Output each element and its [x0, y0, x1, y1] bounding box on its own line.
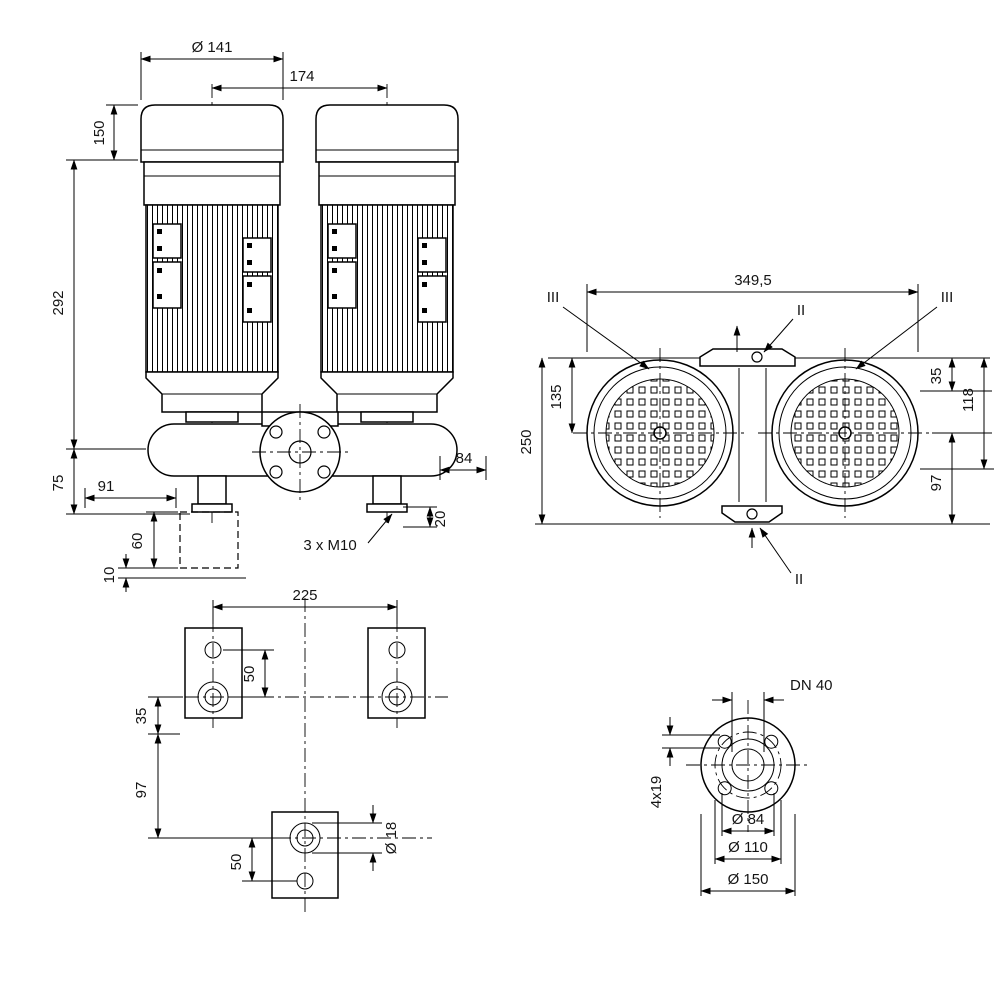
front-elevation-view: Ø 141 174 150 292 75 91 84 20 [50, 39, 487, 592]
dim-plate-thickness: 10 [101, 567, 118, 584]
pump-volute [147, 404, 458, 579]
dim-shaft-spacing: 174 [289, 68, 314, 85]
dim-port-depth: 20 [432, 511, 449, 528]
dim-fan-cowl-height: 150 [91, 120, 108, 145]
fan-cowl-right [758, 348, 932, 518]
dim-bolt-spacing: 225 [292, 587, 317, 604]
section-label-right: III [941, 289, 954, 306]
plan-dimensions: 349,5 III III II II 135 250 35 118 97 [518, 272, 994, 588]
dim-bolt-holes: 4x19 [648, 776, 665, 809]
dim-bolt-circle: Ø 110 [728, 839, 768, 856]
dim-tapping: 3 x M10 [303, 537, 356, 554]
front-dimensions: Ø 141 174 150 292 75 91 84 20 [50, 39, 487, 592]
section-label-left: III [547, 289, 560, 306]
dim-axis-offset: 35 [133, 708, 150, 725]
section-label-bottom: II [795, 571, 803, 588]
dim-flange-offset: 35 [928, 368, 945, 385]
foot-pad-left [184, 627, 243, 719]
foot-pad-right [367, 627, 426, 719]
dim-port-offset: 118 [960, 388, 977, 412]
dim-pump-height: 75 [50, 475, 67, 492]
dim-outer-diameter: Ø 150 [728, 871, 769, 888]
dim-bottom-offset: 97 [928, 475, 945, 492]
foot-bolt-pattern-view: 225 50 35 97 50 Ø 18 [133, 587, 448, 912]
dim-hole-pitch-top: 50 [241, 666, 258, 683]
dim-port-offset-right: 84 [456, 450, 473, 467]
dim-motor-height: 292 [50, 290, 67, 315]
dim-nominal-bore: DN 40 [790, 677, 833, 694]
dim-motor-diameter: Ø 141 [192, 39, 233, 56]
flange-view: DN 40 4x19 Ø 84 Ø 110 Ø 150 [648, 677, 833, 896]
dim-hole-pitch-bottom: 50 [228, 854, 245, 871]
section-label-top: II [797, 302, 805, 319]
dim-foot-height: 60 [129, 533, 146, 550]
dim-overall-width: 349,5 [734, 272, 772, 289]
foot-pad-rear [271, 811, 339, 899]
bolt-circle [714, 731, 782, 799]
dim-hub-diameter: Ø 84 [732, 811, 765, 828]
flange-outer [700, 717, 796, 813]
dim-foot-offset-left: 91 [98, 478, 115, 495]
fan-cowl-left [573, 348, 747, 518]
foot-dimensions: 225 50 35 97 50 Ø 18 [133, 587, 400, 882]
dim-center-offset: 135 [548, 384, 565, 409]
bottom-port-flange [721, 505, 783, 548]
flange-dimensions: DN 40 4x19 Ø 84 Ø 110 Ø 150 [648, 677, 833, 896]
dim-overall-depth: 250 [518, 429, 535, 454]
mounting-foot-outline [179, 511, 239, 569]
dim-rear-offset: 97 [133, 782, 150, 799]
top-port-flange [699, 325, 796, 367]
dim-hole-diameter: Ø 18 [383, 822, 400, 855]
plan-view: 349,5 III III II II 135 250 35 118 97 [518, 272, 994, 588]
